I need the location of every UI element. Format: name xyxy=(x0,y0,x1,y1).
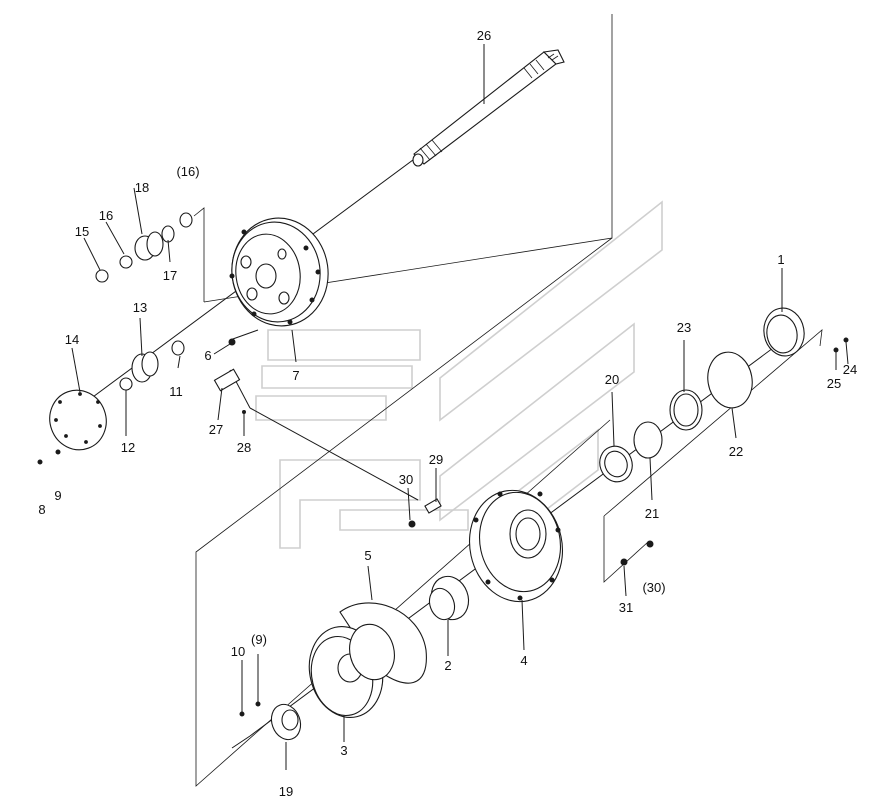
part-bolt-and-pin xyxy=(213,338,246,436)
assembly-frame xyxy=(193,14,823,787)
part-ring-gear xyxy=(308,623,395,742)
part-sun-gear-and-cover xyxy=(37,317,185,465)
leader-lines xyxy=(291,44,485,363)
callout-4: 4 xyxy=(520,653,527,668)
callout-labels: 1 2 3 4 5 6 7 8 9 (9) 10 11 12 13 14 15 … xyxy=(38,28,857,799)
part-end-washer xyxy=(239,654,302,770)
callout-30: 30 xyxy=(399,472,413,487)
callout-27: 27 xyxy=(209,422,223,437)
callout-22: 22 xyxy=(729,444,743,459)
part-axle-shaft xyxy=(412,49,565,167)
callout-14: 14 xyxy=(65,332,79,347)
callout-20: 20 xyxy=(605,372,619,387)
callout-6: 6 xyxy=(204,348,211,363)
callout-19: 19 xyxy=(279,784,293,799)
callout-9-ref: (9) xyxy=(251,632,267,647)
callout-13: 13 xyxy=(133,300,147,315)
callout-21: 21 xyxy=(645,506,659,521)
callout-17: 17 xyxy=(163,268,177,283)
callout-28: 28 xyxy=(237,440,251,455)
part-planet-carrier xyxy=(229,217,329,327)
callout-15: 15 xyxy=(75,224,89,239)
callout-5: 5 xyxy=(364,548,371,563)
callout-8: 8 xyxy=(38,502,45,517)
callout-24: 24 xyxy=(843,362,857,377)
part-hub-seals xyxy=(669,268,849,439)
callout-29: 29 xyxy=(429,452,443,467)
callout-11: 11 xyxy=(169,384,183,399)
callout-2: 2 xyxy=(444,658,451,673)
callout-23: 23 xyxy=(677,320,691,335)
callout-9: 9 xyxy=(54,488,61,503)
callout-18: 18 xyxy=(135,180,149,195)
callout-12: 12 xyxy=(121,440,135,455)
part-bearing-seal xyxy=(599,391,663,501)
part-tapered-bearing xyxy=(428,575,470,656)
watermark-logo xyxy=(255,200,663,549)
callout-26: 26 xyxy=(477,28,491,43)
callout-31: 31 xyxy=(619,600,633,615)
part-wheel-hub xyxy=(468,489,564,651)
callout-10: 10 xyxy=(231,644,245,659)
callout-16: 16 xyxy=(99,208,113,223)
callout-1: 1 xyxy=(777,252,784,267)
part-hub-fasteners xyxy=(407,468,654,597)
callout-7: 7 xyxy=(292,368,299,383)
part-small-gears xyxy=(83,187,193,283)
callout-25: 25 xyxy=(827,376,841,391)
callout-30-ref: (30) xyxy=(642,580,665,595)
callout-16-ref: (16) xyxy=(176,164,199,179)
callout-3: 3 xyxy=(340,743,347,758)
